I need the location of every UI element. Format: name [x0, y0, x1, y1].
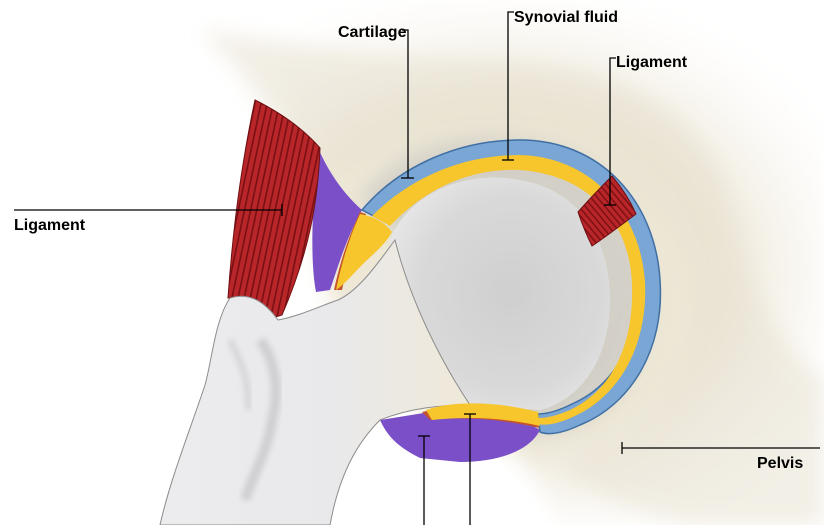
- label-pelvis: Pelvis: [757, 455, 803, 472]
- label-ligament-left: Ligament: [14, 217, 86, 234]
- label-ligament-right: Ligament: [616, 54, 688, 71]
- label-synovial-fluid: Synovial fluid: [514, 9, 618, 26]
- label-cartilage: Cartilage: [338, 24, 407, 41]
